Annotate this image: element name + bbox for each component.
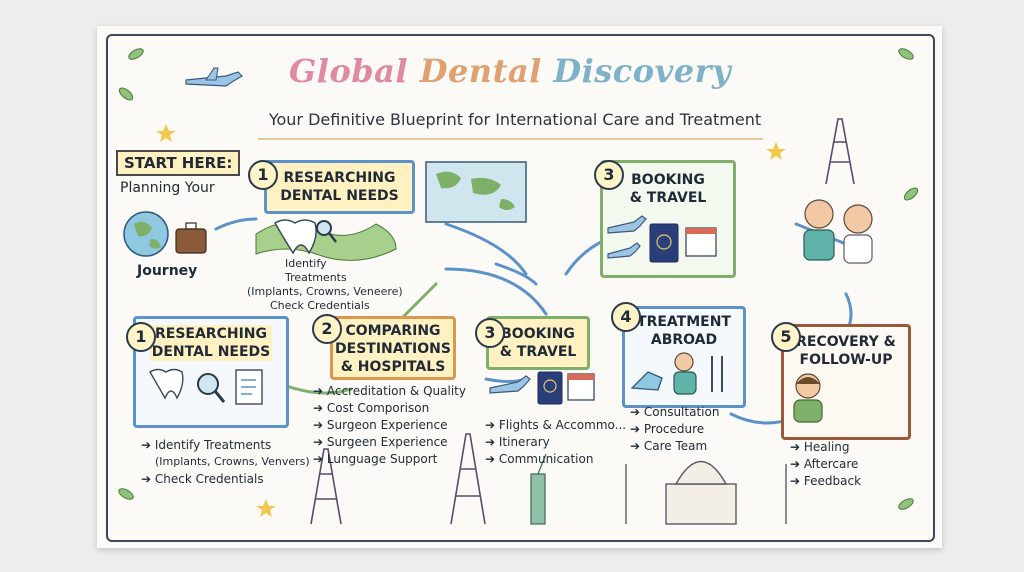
start-line1: Planning Your [120,180,215,196]
step4-illustration [630,352,723,395]
step4-title1: TREATMENT [637,314,731,330]
step3-mid-bullet2: ➔ Itinerary [485,435,550,449]
step4-bullet1: ➔ Consultation [630,405,720,419]
step1-top-title1: RESEARCHING [283,170,396,186]
step1-top-box: RESEARCHING DENTAL NEEDS [264,160,415,214]
step3-top-number: 3 [594,160,624,190]
taj-mahal-icon [625,460,787,525]
step4-number: 4 [611,302,641,332]
tooth-icon [273,219,337,255]
step2-box: COMPARING DESTINATIONS & HOSPITALS [330,316,456,380]
step2-title1: COMPARING [345,323,441,339]
step2-bullet2: ➔ Cost Comporison [313,401,430,415]
step3-top-title2: & TRAVEL [629,190,707,206]
title-word-dental: Dental [419,52,542,90]
step5-bullet3: ➔ Feedback [790,474,862,488]
step2-bullet3: ➔ Surgeon Experience [313,418,448,432]
step2-bullet5: ➔ Lunguage Support [313,452,438,466]
step5-title2: FOLLOW-UP [799,352,893,368]
step4-bullet3: ➔ Care Team [630,439,708,453]
step3-mid-bullet3: ➔ Communication [485,452,594,466]
dental-chair-icon [630,371,663,391]
step5-bullet1: ➔ Healing [790,440,850,454]
step3-mid-title1: BOOKING [501,326,575,342]
doctor-icon [803,199,873,264]
statue-of-liberty-icon [530,453,547,525]
step2-number: 2 [312,314,342,344]
magnifier-icon [197,373,219,395]
step5-bullet2: ➔ Aftercare [790,457,859,471]
step3-mid-title2: & TRAVEL [499,344,577,360]
step1-left-bullet2: (Implants, Crowns, Venvers) [155,455,310,468]
step2-bullet4: ➔ Surgeen Experience [313,435,448,449]
step1-left-title2: DENTAL NEEDS [150,343,272,361]
passport-icon [649,223,679,263]
step2-title2: DESTINATIONS [335,341,451,357]
star-icon [156,124,786,517]
subtitle-underline [258,138,763,140]
suitcase-icon [175,222,207,254]
title-word-global: Global [288,52,409,90]
poster-frame [106,34,935,542]
step1-top-note4: Check Credentials [270,299,370,312]
step1-left-title1: RESEARCHING [150,325,272,343]
step3-top-illustration [607,215,717,263]
title-word-discovery: Discovery [553,52,732,90]
airplane-icon [489,375,531,394]
step5-number: 5 [771,322,801,352]
start-line2: Journey [137,263,198,279]
step1-top-title2: DENTAL NEEDS [280,188,399,204]
patient-icon [793,373,823,423]
leaf-icon [118,48,919,510]
step4-title2: ABROAD [650,332,718,348]
step1-left-illustration [149,368,263,405]
passport-icon [537,371,563,405]
airplane-icon [607,242,641,259]
step1-top-note2: Treatments [285,271,347,284]
dentist-icon [674,352,694,372]
eiffel-tower-icon [310,118,855,525]
step1-top-note3: (Implants, Crowns, Veneere) [247,285,403,298]
step2-bullet1: ➔ Accreditation & Quality [313,384,466,398]
globe-icon [123,211,169,257]
poster-title: Global Dental Discovery [250,52,770,90]
poster-subtitle: Your Definitive Blueprint for Internatio… [268,110,762,129]
step1-top-note1: Identify [285,257,327,270]
tooth-icon [149,368,184,400]
step3-mid-bullet1: ➔ Flights & Accommo... [485,418,627,432]
airplane-icon [185,67,243,87]
step3-mid-number: 3 [475,318,505,348]
step3-top-title1: BOOKING [631,172,705,188]
airplane-icon [607,215,647,234]
step1-top-number: 1 [248,160,278,190]
step1-left-bullet1: ➔ Identify Treatments [141,438,272,452]
step1-left-bullet3: ➔ Check Credentials [141,472,264,486]
world-map-icon [425,161,527,223]
start-here-badge: START HERE: [116,150,241,176]
step1-left-number: 1 [126,322,156,352]
step3-mid-illustration [489,371,595,405]
step5-title1: RECOVERY & [796,334,896,350]
step2-title3: & HOSPITALS [340,359,446,375]
step4-bullet2: ➔ Procedure [630,422,705,436]
